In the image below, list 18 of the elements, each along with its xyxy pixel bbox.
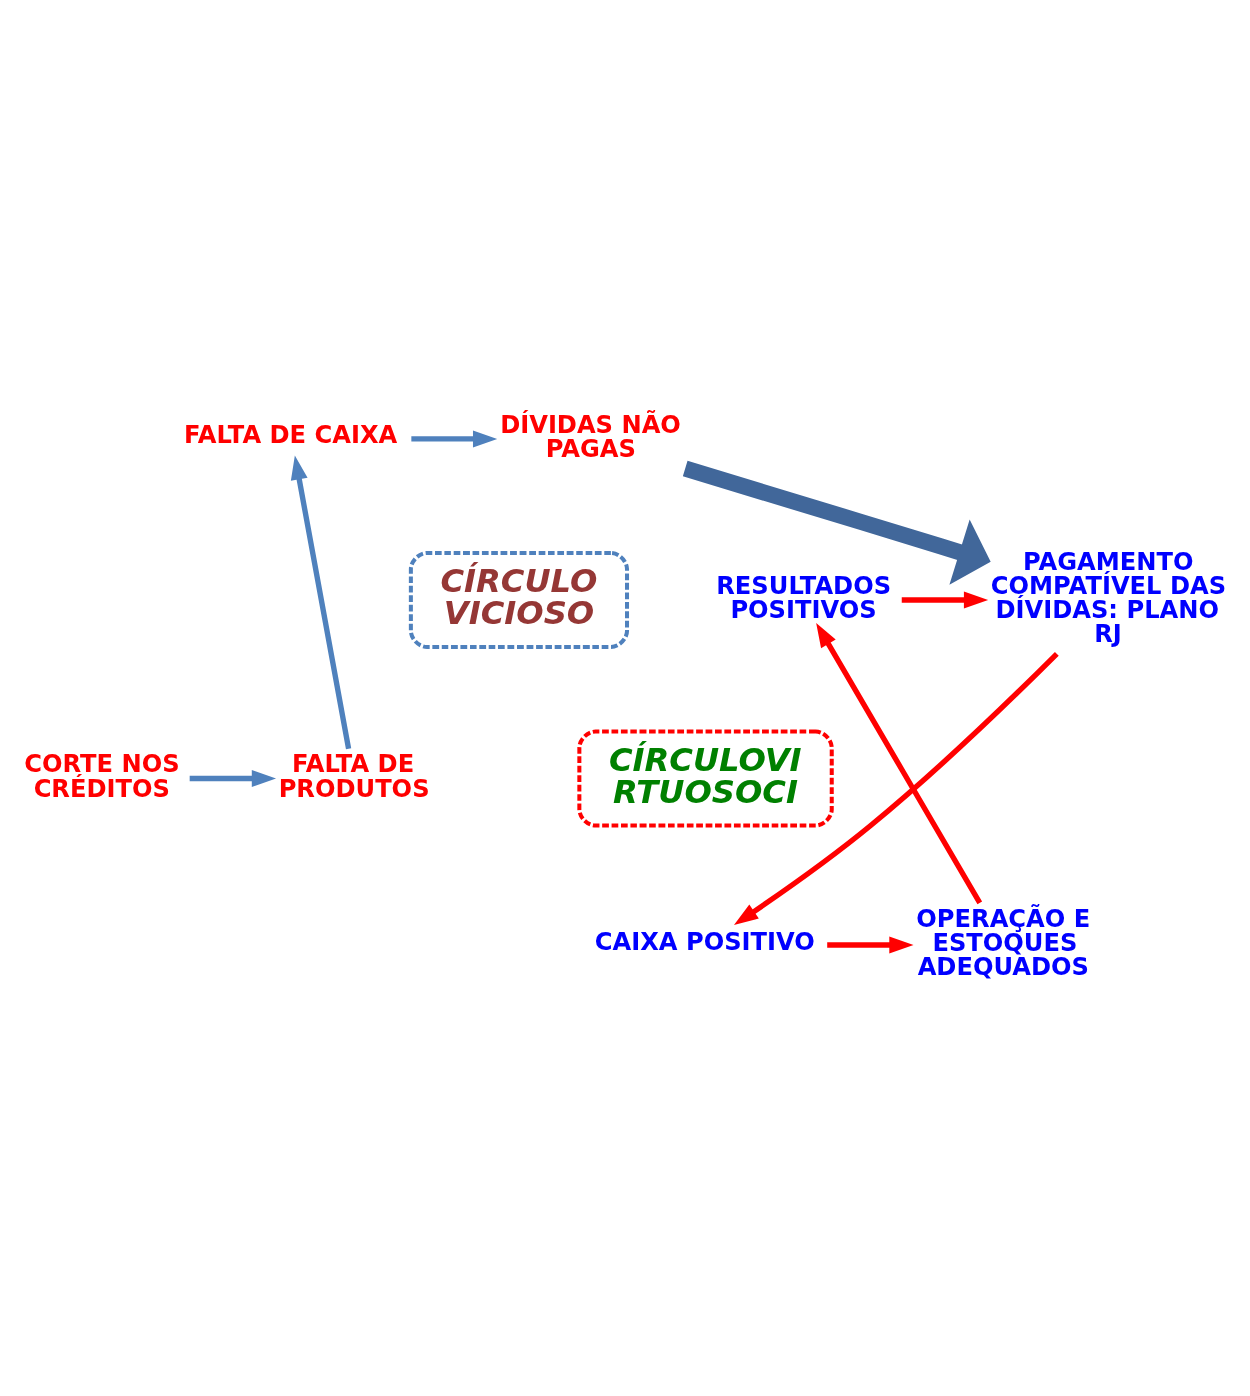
node-text: FALTA DE PRODUTOS: [278, 750, 430, 803]
arrow: [901, 591, 989, 609]
arrow: [290, 455, 352, 750]
arrow: [189, 770, 277, 788]
node-text: RESULTADOS POSITIVOS: [716, 571, 892, 624]
node-text: DÍVIDAS NÃO PAGAS: [500, 410, 681, 463]
arrow: [733, 651, 1059, 926]
arrow: [827, 936, 914, 954]
node-text: CAIXA POSITIVO: [594, 927, 815, 956]
node-text: FALTA DE CAIXA: [184, 421, 398, 450]
arrow: [816, 622, 983, 905]
arrow: [411, 430, 498, 448]
node-box: CÍRCULO VICIOSO: [408, 551, 630, 649]
node-box: CÍRCULOVI RTUOSOCI: [577, 729, 834, 828]
node-text: CORTE NOS CRÉDITOS: [24, 750, 180, 803]
node-text: OPERAÇÃO E ESTOQUES ADEQUADOS: [916, 904, 1091, 982]
node-text: PAGAMENTO COMPATÍVEL DAS DÍVIDAS: PLANO RJ: [990, 547, 1227, 649]
arrow: [682, 460, 991, 585]
